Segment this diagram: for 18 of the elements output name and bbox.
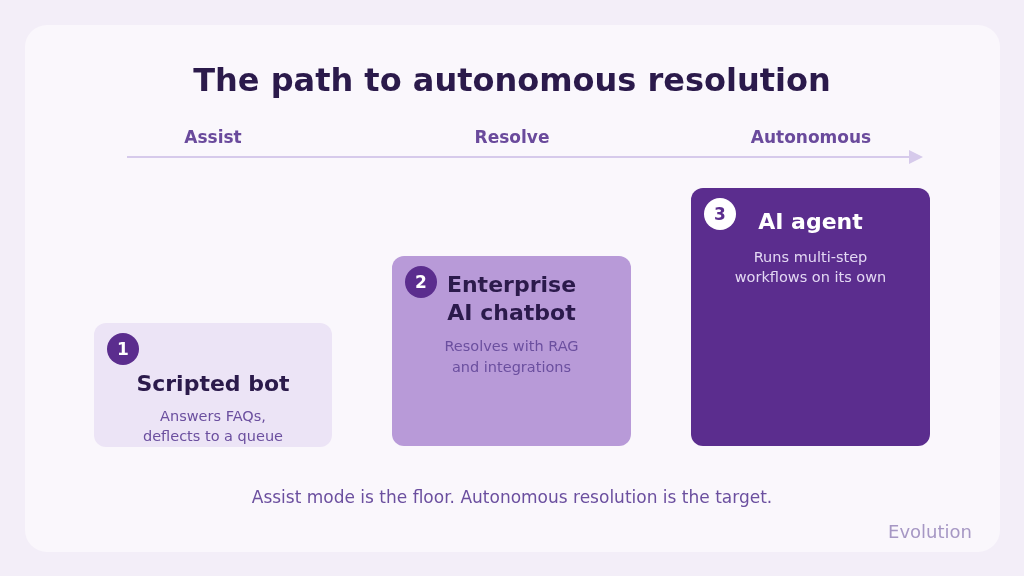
diagram-title: The path to autonomous resolution (193, 60, 831, 100)
stage-box (94, 323, 332, 447)
stage-description: Runs multi-step workflows on its own (733, 248, 888, 287)
stage-box (392, 256, 631, 446)
step-number-badge: 1 (107, 333, 139, 365)
caption: Assist mode is the floor. Autonomous resolution is the target. (251, 486, 773, 508)
stage-title: Scripted bot (136, 371, 290, 397)
stage-label: Assist (184, 127, 242, 148)
stage-description: Answers FAQs, deflects to a queue (141, 407, 285, 446)
step-number-badge: 2 (405, 266, 437, 298)
stage-label: Resolve (474, 127, 550, 148)
stage-description: Resolves with RAG and integrations (443, 337, 580, 377)
footer-label: Evolution (888, 521, 972, 543)
step-number-badge: 3 (704, 198, 736, 230)
stage-label: Autonomous (750, 127, 872, 148)
stage-box (691, 188, 930, 446)
stage-title: Enterprise AI chatbot (445, 271, 578, 327)
stage-title: AI agent (758, 208, 863, 236)
